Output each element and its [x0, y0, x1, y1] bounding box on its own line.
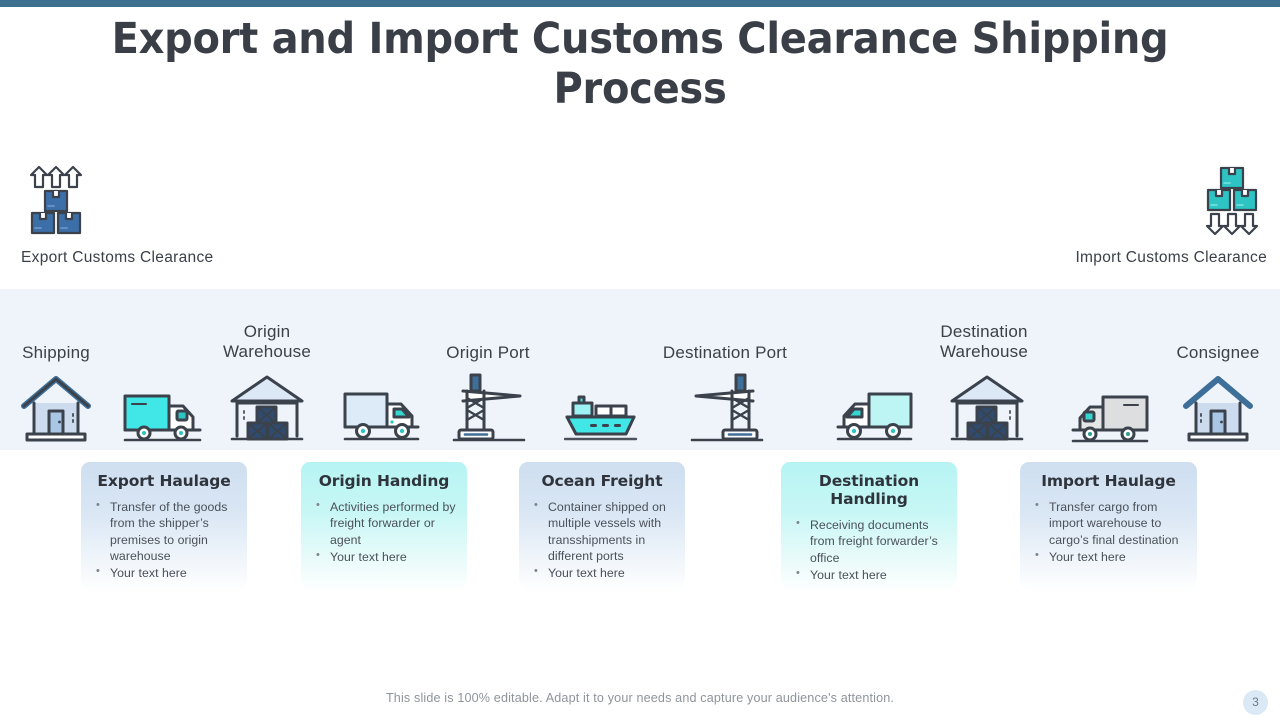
truck-teal-left-icon — [832, 389, 914, 450]
boxes-down-arrows-icon — [1197, 165, 1267, 237]
ship-icon — [563, 392, 644, 449]
step-label-destination-port: Destination Port — [662, 343, 788, 362]
import-customs-label: Import Customs Clearance — [1075, 249, 1267, 266]
export-customs-block: Export Customs Clearance — [21, 165, 213, 267]
card-bullet: Container shipped on multiple vessels wi… — [528, 498, 676, 564]
card-title: Destination Handling — [818, 472, 920, 508]
card-bullet: Transfer of the goods from the shipper’s… — [90, 498, 238, 564]
card-origin-handing[interactable]: Origin Handing Activities performed by f… — [301, 462, 467, 592]
card-bullet: Receiving documents from freight forward… — [790, 516, 948, 566]
card-title: Origin Handing — [318, 472, 450, 490]
card-bullet: Your text here — [90, 564, 238, 581]
house-icon — [18, 371, 94, 448]
card-bullet: Your text here — [310, 548, 458, 565]
card-title: Export Haulage — [97, 472, 231, 490]
card-bullet: Activities performed by freight forwarde… — [310, 498, 458, 548]
card-ocean-freight[interactable]: Ocean Freight Container shipped on multi… — [519, 462, 685, 592]
warehouse-icon — [948, 371, 1026, 448]
card-bullet: Your text here — [1029, 548, 1188, 565]
card-title: Import Haulage — [1041, 472, 1176, 490]
step-label-origin-port: Origin Port — [446, 343, 530, 362]
card-export-haulage[interactable]: Export Haulage Transfer of the goods fro… — [81, 462, 247, 592]
house-icon — [1180, 371, 1256, 448]
card-bullets: Transfer cargo from import warehouse to … — [1029, 498, 1188, 565]
card-bullet: Transfer cargo from import warehouse to … — [1029, 498, 1188, 548]
step-label-consignee: Consignee — [1176, 343, 1260, 362]
card-destination-handling[interactable]: Destination Handling Receiving documents… — [781, 462, 957, 592]
accent-top-bar — [0, 0, 1280, 7]
truck-grey-left-icon — [1068, 391, 1150, 450]
process-band — [0, 289, 1280, 450]
card-bullets: Activities performed by freight forwarde… — [310, 498, 458, 565]
page-number-badge[interactable]: 3 — [1243, 690, 1268, 715]
export-customs-label: Export Customs Clearance — [21, 249, 214, 266]
card-import-haulage[interactable]: Import Haulage Transfer cargo from impor… — [1020, 462, 1197, 592]
footer-note: This slide is 100% editable. Adapt it to… — [385, 691, 895, 705]
truck-cyan-right-icon — [122, 390, 204, 449]
card-bullet: Your text here — [790, 566, 948, 583]
card-title: Ocean Freight — [541, 472, 663, 490]
card-bullets: Receiving documents from freight forward… — [790, 516, 948, 583]
card-bullets: Transfer of the goods from the shipper’s… — [90, 498, 238, 582]
warehouse-icon — [228, 371, 306, 448]
crane-icon — [450, 370, 528, 450]
step-label-shipping: Shipping — [22, 343, 90, 362]
step-label-destination-warehouse: Destination Warehouse — [939, 322, 1029, 361]
crane-icon — [688, 370, 766, 450]
import-customs-block: Import Customs Clearance — [1075, 165, 1267, 267]
card-bullet: Your text here — [528, 564, 676, 581]
step-label-origin-warehouse: Origin Warehouse — [222, 322, 312, 361]
page-title: Export and Import Customs Clearance Ship… — [111, 14, 1169, 114]
truck-teal-right-icon — [342, 389, 424, 450]
boxes-up-arrows-icon — [21, 165, 91, 237]
card-bullets: Container shipped on multiple vessels wi… — [528, 498, 676, 582]
